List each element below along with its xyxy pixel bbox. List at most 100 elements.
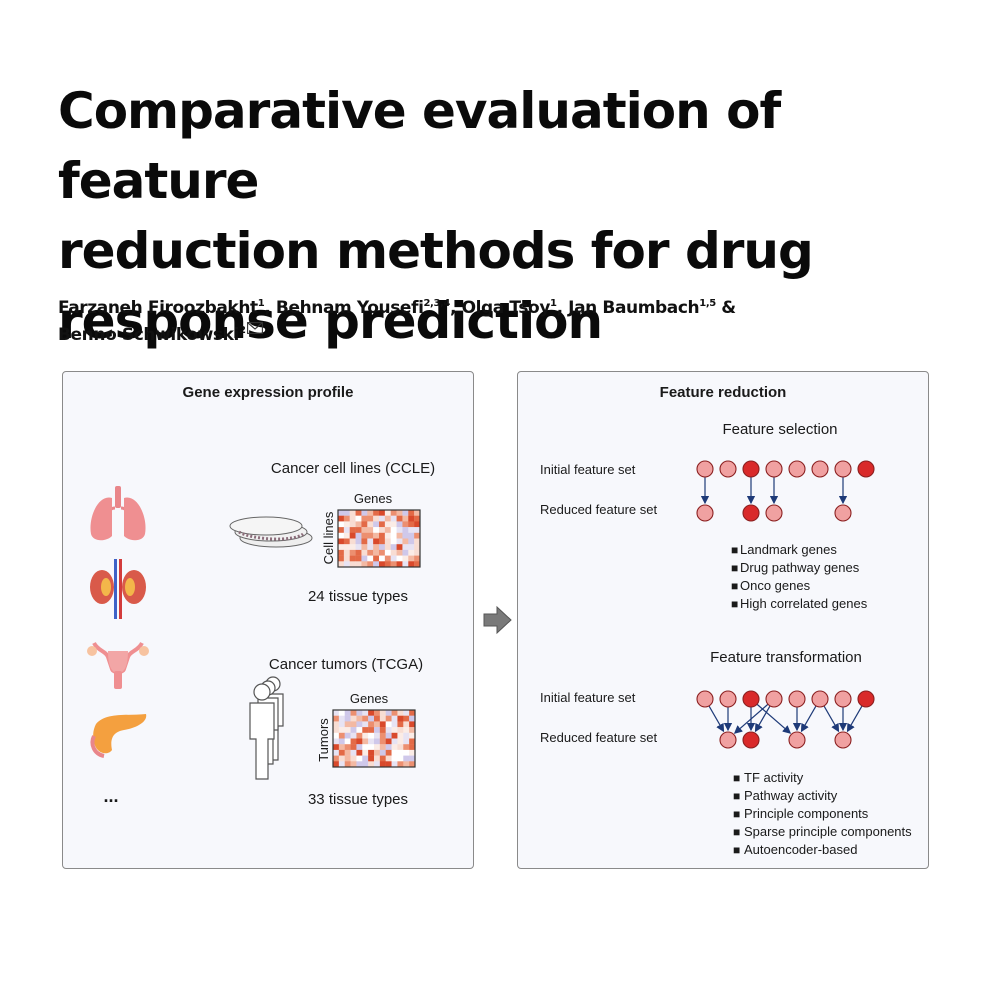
heatmap-cell xyxy=(368,761,375,768)
heatmap-cell xyxy=(355,555,362,562)
feature-node xyxy=(719,460,737,478)
heatmap-cell xyxy=(349,515,356,522)
author-affiliation: 1 xyxy=(550,298,557,309)
heatmap-cell xyxy=(361,527,368,533)
heatmap-cell xyxy=(373,515,380,522)
feature-node xyxy=(742,731,760,749)
feature-arrow xyxy=(708,705,725,733)
heatmap-cell xyxy=(397,721,404,728)
heatmap-cell xyxy=(343,555,350,562)
heatmap-cell xyxy=(338,527,345,533)
heatmap-cell xyxy=(403,755,410,762)
heatmap-cell xyxy=(355,521,362,528)
heatmap-cell xyxy=(367,527,374,533)
feature-node xyxy=(788,731,806,749)
feature-arrow xyxy=(846,705,863,733)
heatmap-cell xyxy=(349,561,356,568)
heatmap-cell xyxy=(391,749,398,756)
feature-node xyxy=(857,460,875,478)
envelope-icon[interactable] xyxy=(246,322,263,334)
heatmap-cell xyxy=(362,721,369,728)
heatmap-cell xyxy=(368,755,375,762)
heatmap-cell xyxy=(349,527,356,533)
heatmap-cell xyxy=(368,710,375,716)
heatmap-cell xyxy=(409,755,416,762)
feature-node xyxy=(765,460,783,478)
heatmap-cell xyxy=(391,738,398,745)
heatmap-cell xyxy=(374,755,381,762)
heatmap-cell xyxy=(344,749,351,756)
heatmap-cell xyxy=(403,715,410,722)
heatmap-cell xyxy=(390,521,397,528)
heatmap-cell xyxy=(338,749,345,756)
method-item: Landmark genes xyxy=(740,542,837,557)
author-name: Benno Schwikowski xyxy=(58,325,239,345)
title-line: response prediction xyxy=(58,292,603,350)
heatmap-cell xyxy=(356,755,363,762)
heatmap-cell xyxy=(373,544,380,551)
list-bullet: ■ xyxy=(733,771,740,785)
heatmap-cell xyxy=(379,727,386,733)
heatmap-cell xyxy=(391,744,398,751)
heatmap-cell xyxy=(368,732,375,739)
heatmap-cell xyxy=(397,738,404,745)
heatmap-cell xyxy=(367,561,374,568)
heatmap-cell xyxy=(379,738,386,745)
heatmap-cell xyxy=(367,515,374,522)
heatmap-cell xyxy=(355,532,362,539)
heatmap-cell xyxy=(367,544,374,551)
heatmap-cell xyxy=(362,715,369,722)
heatmap-cell xyxy=(361,515,368,522)
title-line: Comparative evaluation of feature xyxy=(58,82,781,210)
heatmap-cell xyxy=(409,727,416,733)
ccle-heatmap xyxy=(337,509,421,568)
heatmap-cell xyxy=(356,721,363,728)
heatmap-cell xyxy=(385,738,392,745)
heatmap-cell xyxy=(390,544,397,551)
heatmap-cell xyxy=(350,738,357,745)
heatmap-cell xyxy=(367,549,374,556)
heatmap-cell xyxy=(408,561,415,568)
heatmap-cell xyxy=(379,515,386,522)
heatmap-cell xyxy=(396,561,403,568)
heatmap-cell xyxy=(344,755,351,762)
heatmap-cell xyxy=(390,538,397,545)
heatmap-cell xyxy=(397,761,404,768)
heatmap-cell xyxy=(344,710,351,716)
feature-arrow xyxy=(823,705,840,733)
heatmap-cell xyxy=(344,727,351,733)
heatmap-cell xyxy=(361,555,368,562)
heatmap-cell xyxy=(384,527,391,533)
heatmap-cell xyxy=(362,744,369,751)
heatmap-cell xyxy=(391,715,398,722)
tcga-rows-label: Tumors xyxy=(316,718,331,762)
heatmap-cell xyxy=(402,555,409,562)
heatmap-cell xyxy=(396,544,403,551)
author-separator: , xyxy=(449,298,462,318)
heatmap-cell xyxy=(343,561,350,568)
heatmap-cell xyxy=(362,761,369,768)
heatmap-cell xyxy=(343,515,350,522)
heatmap-cell xyxy=(344,715,351,722)
heatmap-cell xyxy=(414,544,421,551)
heatmap-cell xyxy=(355,549,362,556)
heatmap-cell xyxy=(355,515,362,522)
heatmap-cell xyxy=(374,727,381,733)
heatmap-cell xyxy=(338,510,345,516)
heatmap-cell xyxy=(356,727,363,733)
heatmap-cell xyxy=(361,510,368,516)
author-name: Behnam Yousefi xyxy=(275,298,424,318)
feature-node xyxy=(765,504,783,522)
kidneys-icon xyxy=(90,559,146,619)
list-bullet: ■ xyxy=(731,597,738,611)
heatmap-cell xyxy=(379,544,386,551)
heatmap-cell xyxy=(362,727,369,733)
tcga-heading: Cancer tumors (TCGA) xyxy=(269,656,423,673)
heatmap-cell xyxy=(356,710,363,716)
heatmap-cell xyxy=(338,549,345,556)
heatmap-cell xyxy=(344,744,351,751)
feature-node xyxy=(742,690,760,708)
heatmap-cell xyxy=(368,721,375,728)
heatmap-cell xyxy=(338,761,345,768)
heatmap-cell xyxy=(379,527,386,533)
